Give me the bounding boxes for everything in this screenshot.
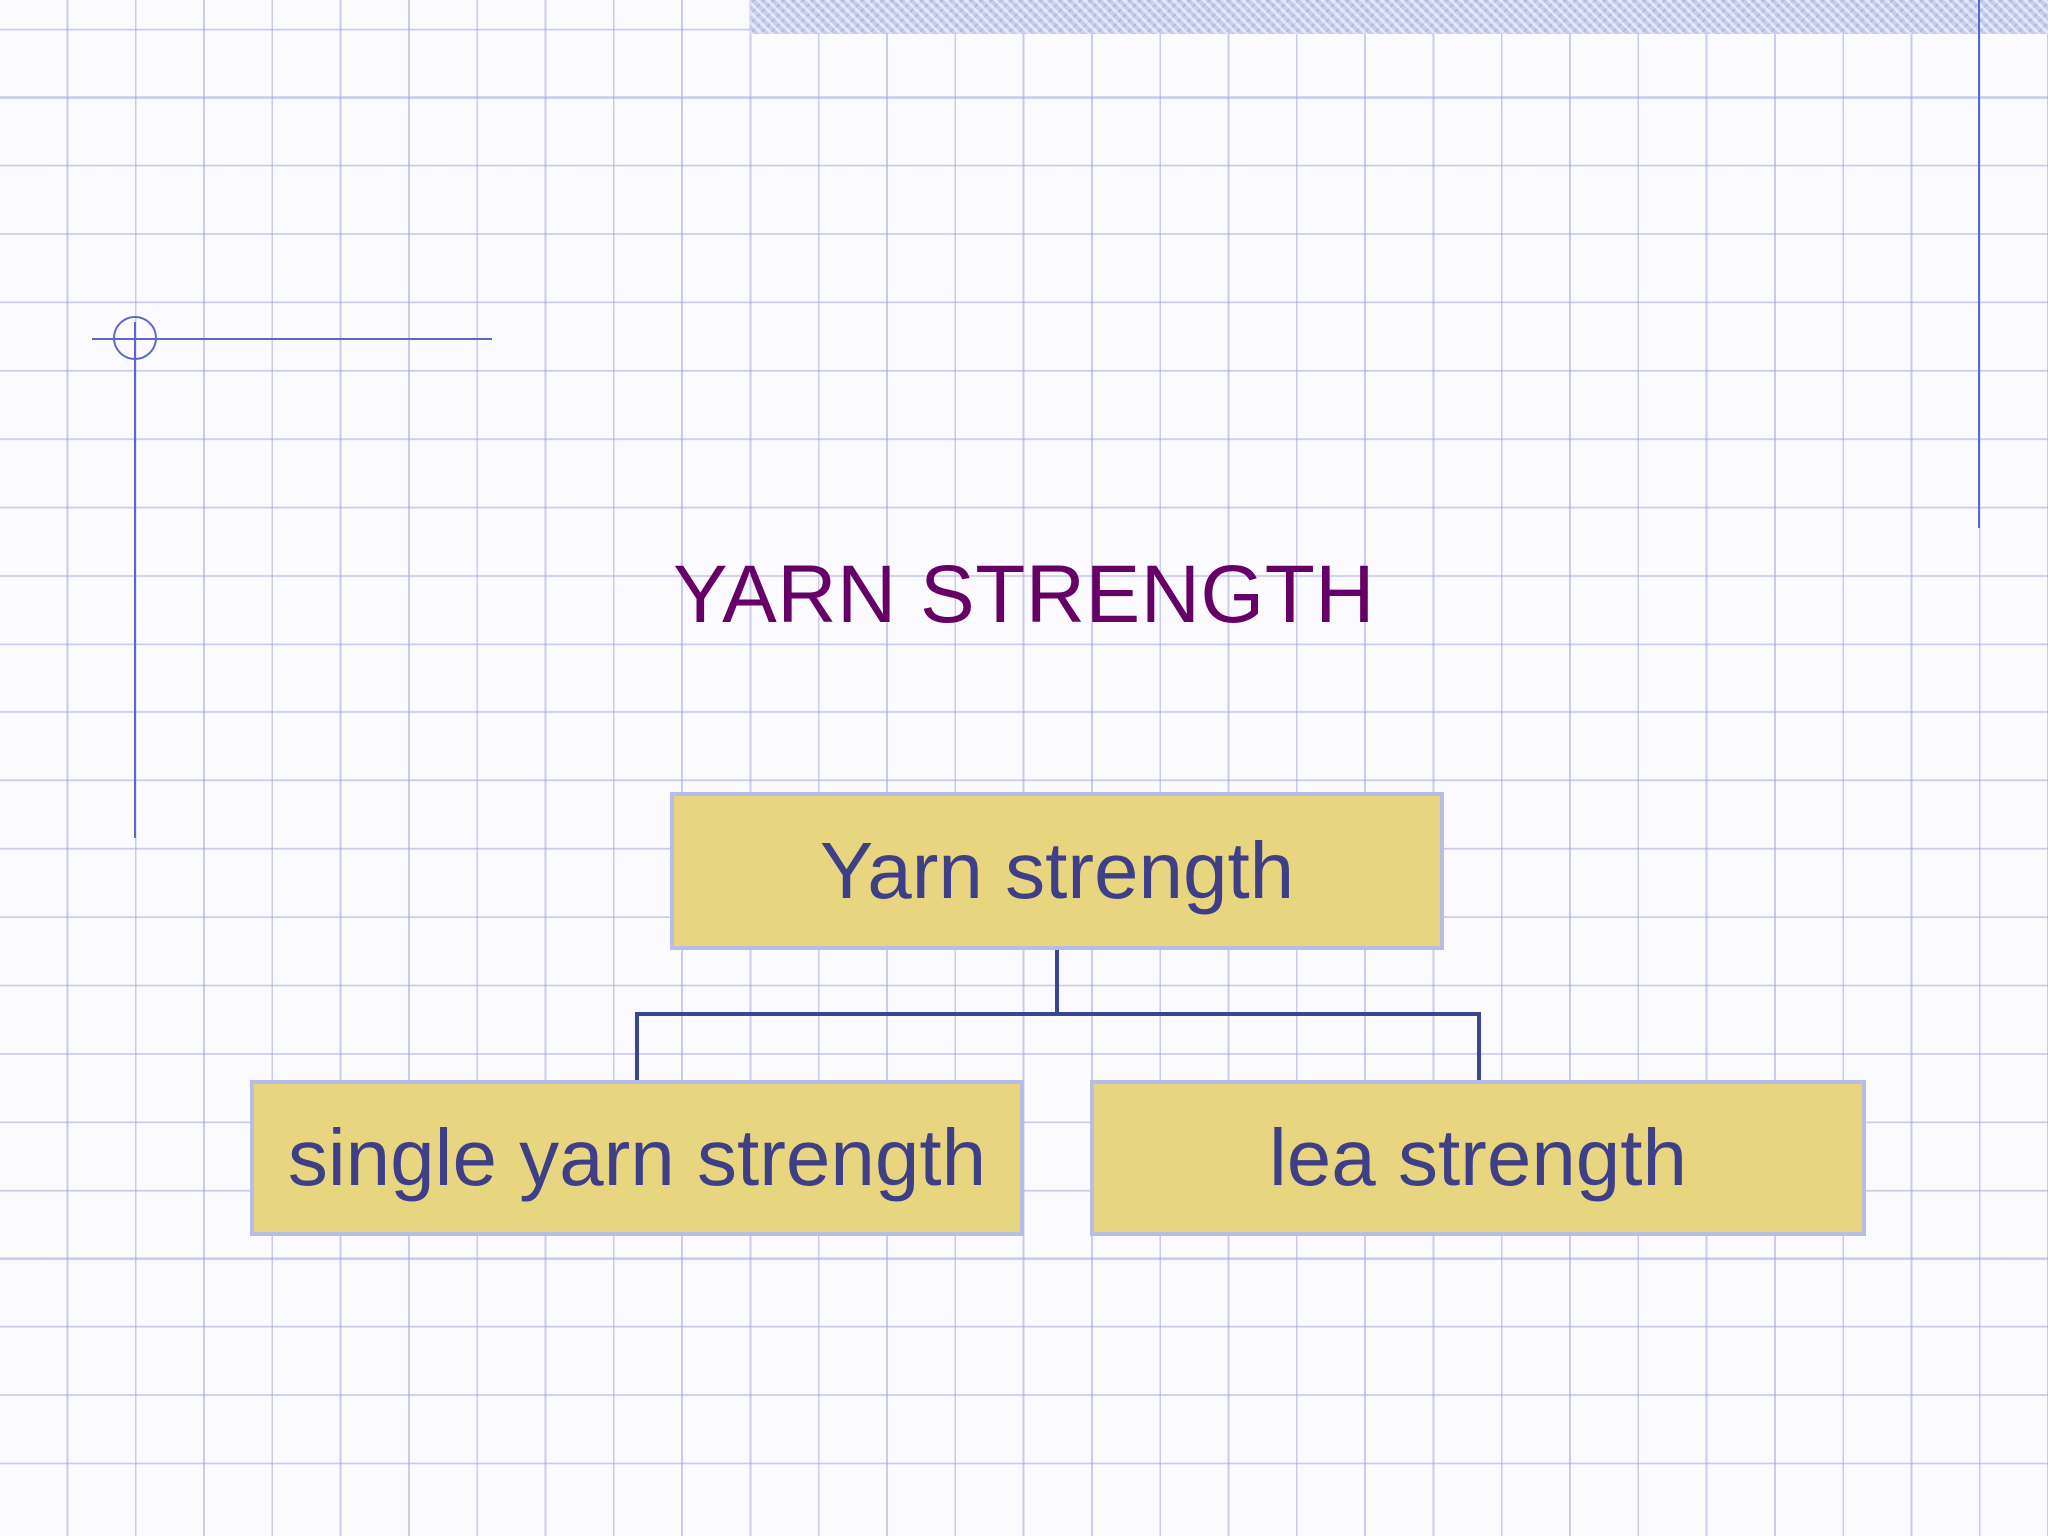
node-child-label: lea strength (1268, 1113, 1688, 1202)
node-root: Yarn strength (670, 792, 1444, 950)
node-root-label: Yarn strength (819, 826, 1295, 915)
connector-root-stem (1055, 950, 1059, 1014)
right-vertical-rule (1978, 0, 1980, 528)
top-decorative-band (750, 0, 2048, 34)
slide-title: YARN STRENGTH (672, 549, 1376, 640)
connector-right-drop (1477, 1012, 1481, 1080)
corner-vertical-rule (134, 322, 136, 838)
connector-left-drop (635, 1012, 639, 1080)
node-child-lea-strength: lea strength (1090, 1080, 1866, 1236)
corner-circle-ornament (113, 316, 157, 360)
node-child-label: single yarn strength (287, 1113, 987, 1202)
node-child-single-yarn-strength: single yarn strength (250, 1080, 1024, 1236)
connector-horizontal-bar (635, 1012, 1481, 1016)
corner-horizontal-rule (92, 338, 492, 340)
